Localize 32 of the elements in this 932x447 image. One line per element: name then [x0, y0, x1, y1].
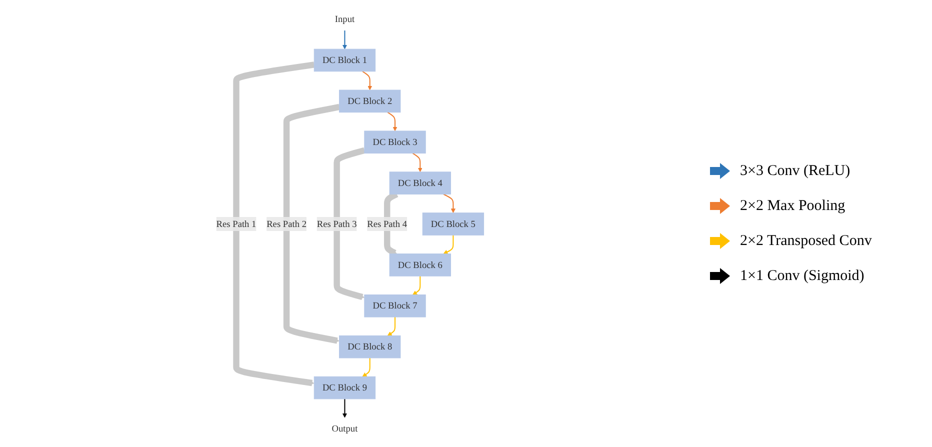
arrow: [387, 111, 398, 131]
arrow: [283, 103, 340, 344]
arrow: [334, 146, 366, 300]
edge-label: Res Path 4: [367, 218, 408, 228]
arrow: [362, 357, 370, 376]
node-text: Input: [334, 13, 355, 24]
arrow: [443, 234, 454, 254]
edge-label: Res Path 2: [266, 218, 306, 228]
node-box: DC Block 9: [314, 376, 376, 399]
edge-label: Res Path 3: [316, 218, 357, 228]
edge-label: Res Path 1: [216, 218, 256, 228]
node-box: DC Block 8: [338, 334, 401, 358]
legend-text: 2×2 Transposed Conv: [740, 232, 872, 250]
node-box: DC Block 2: [338, 89, 401, 112]
arrow: [342, 398, 347, 418]
node-box: DC Block 3: [364, 130, 426, 154]
arrow: [342, 30, 347, 49]
arrow: [233, 61, 315, 386]
arrow: [412, 152, 422, 172]
arrow: [412, 276, 421, 294]
arrow: [443, 193, 456, 213]
node-box: DC Block 1: [314, 48, 376, 72]
node-box: DC Block 5: [422, 212, 484, 235]
node-text: Output: [332, 422, 358, 434]
legend-text: 3×3 Conv (ReLU): [740, 162, 850, 180]
legend-text: 1×1 Conv (Sigmoid): [740, 268, 864, 284]
legend-text: 2×2 Max Pooling: [740, 198, 846, 214]
node-box: DC Block 7: [364, 294, 426, 317]
node-box: DC Block 4: [389, 171, 451, 194]
arrow: [362, 70, 372, 90]
arrow: [387, 316, 396, 336]
node-box: DC Block 6: [389, 253, 451, 276]
